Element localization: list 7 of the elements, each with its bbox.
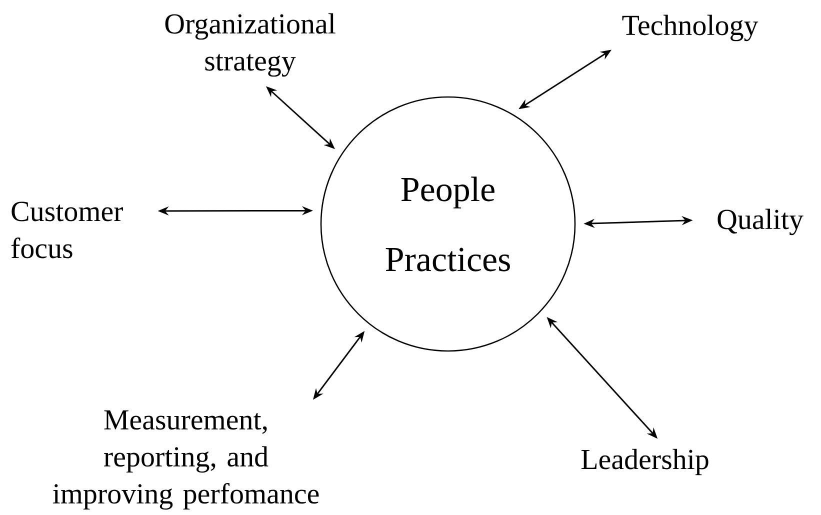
node-label: Customer focus: [11, 202, 124, 258]
node-label: Organizational strategy: [165, 13, 336, 77]
node-label: Measurement, reporting, and improving perfomance: [52, 410, 319, 510]
circle-node: People Practices: [320, 96, 576, 352]
node-label: Technology: [622, 14, 758, 42]
node-label: Leadership: [581, 448, 708, 476]
node-label: Quality: [718, 208, 804, 236]
